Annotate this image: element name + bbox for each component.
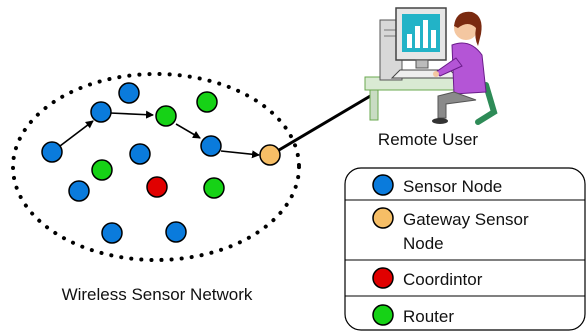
network-label: Wireless Sensor Network <box>62 285 253 304</box>
sensor-node <box>90 101 112 123</box>
coordinator-node <box>146 176 168 198</box>
sensor-node <box>165 221 187 243</box>
gateway-uplink <box>278 93 373 152</box>
nodes <box>41 82 281 244</box>
legend-label: Coordintor <box>403 270 483 289</box>
router-node <box>203 177 225 199</box>
route-arrow <box>109 110 154 119</box>
sensor-node <box>129 143 151 165</box>
legend-label: Node <box>403 234 444 253</box>
legend: Sensor Node Gateway Sensor Node Coordint… <box>344 167 586 331</box>
router-node <box>155 105 177 127</box>
sensor-node <box>68 180 90 202</box>
network-boundary <box>11 72 301 262</box>
legend-swatch <box>372 207 394 229</box>
sensor-node <box>200 135 222 157</box>
legend-item-sensor-node: Sensor Node <box>372 174 502 196</box>
legend-label: Router <box>403 307 454 326</box>
person-at-computer-icon <box>364 7 498 125</box>
legend-swatch <box>372 174 394 196</box>
route-arrows <box>59 110 260 159</box>
gateway-node <box>259 144 281 166</box>
legend-swatch <box>372 267 394 289</box>
legend-frame <box>344 167 586 331</box>
legend-label: Gateway Sensor <box>403 210 529 229</box>
legend-label: Sensor Node <box>403 177 502 196</box>
route-arrow <box>59 120 94 147</box>
sensor-node <box>118 82 140 104</box>
legend-item-router: Router <box>372 304 454 326</box>
sensor-node <box>41 141 63 163</box>
sensor-node <box>101 222 123 244</box>
remote-user-label: Remote User <box>378 130 478 149</box>
legend-item-coordinator: Coordintor <box>372 267 483 289</box>
router-node <box>196 91 218 113</box>
route-arrow <box>175 123 201 139</box>
legend-item-gateway-node: Gateway Sensor Node <box>372 207 529 253</box>
router-node <box>91 159 113 181</box>
legend-swatch <box>372 304 394 326</box>
route-arrow <box>220 150 260 159</box>
